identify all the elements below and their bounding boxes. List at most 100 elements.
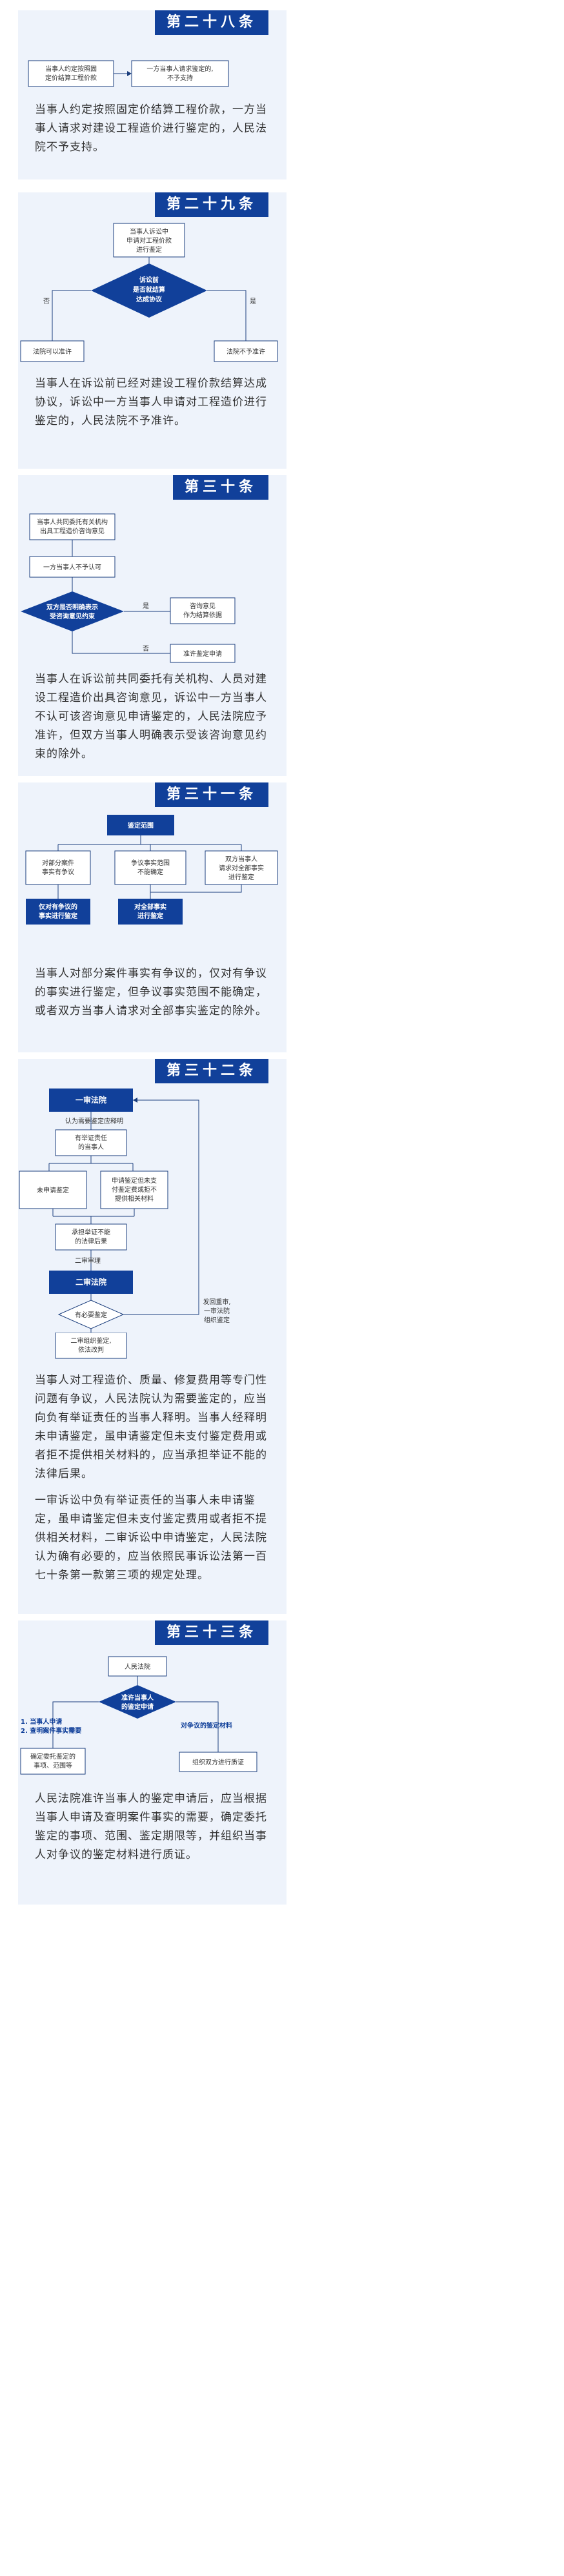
burden-party-text-2: 的当事人 (78, 1143, 104, 1151)
permit-application-text: 准许鉴定申请 (183, 649, 222, 658)
article-29-card: 第二十九条 当事人诉讼中 申请对工程价款 进行鉴定 诉讼前 是否就结算 达成协议… (18, 192, 287, 469)
determine-scope-box (20, 1748, 86, 1775)
decision-30-text-1: 双方是否明确表示 (46, 603, 98, 611)
consequence-text-2: 的法律后果 (75, 1237, 107, 1245)
article-32-text-1: 当事人对工程造价、质量、修复费用等专门性问题有争议，人民法院认为需要鉴定的，应当… (35, 1374, 267, 1480)
line-29-yes (207, 290, 247, 341)
cross-exam-text: 组织双方进行质证 (192, 1758, 244, 1766)
court-33-box (108, 1656, 167, 1677)
first-instance-text: 一审法院 (76, 1095, 106, 1105)
line-33-right (176, 1701, 219, 1752)
article-31-text: 当事人对部分案件事实有争议的，仅对有争议的事实进行鉴定，但争议事实范围不能确定，… (35, 967, 267, 1017)
scope-head-text: 鉴定范围 (127, 821, 154, 830)
no-label-30: 否 (143, 645, 149, 653)
disputed-only-text-1: 仅对有争议的 (38, 903, 77, 911)
article-29-tag: 第二十九条 (154, 192, 268, 217)
second-organize-text-2: 依法改判 (78, 1345, 104, 1354)
remand-text-3: 组织鉴定 (204, 1316, 230, 1324)
line-30-no (72, 631, 170, 654)
scope-uncertain-text-1: 争议事实范围 (131, 859, 170, 867)
second-organize-text-1: 二审组织鉴定, (70, 1336, 111, 1345)
apply-appraisal-text-2: 申请对工程价款 (126, 236, 172, 245)
remand-text-2: 一审法院 (204, 1307, 230, 1315)
settlement-basis-text-2: 作为结算依据 (183, 611, 222, 619)
decision-29-text-1: 诉讼前 (139, 276, 159, 284)
article-28-card: 第二十八条 当事人约定按照固 定价结算工程价款 一方当事人请求鉴定的, 不予支持… (18, 10, 287, 179)
article-32-flowchart: 一审法院 认为需要鉴定应释明 有举证责任 的当事人 未申请鉴定 申请鉴定但未支 … (19, 1089, 231, 1333)
article-32-tag: 第三十二条 (154, 1059, 268, 1083)
scope-uncertain-box (114, 850, 186, 885)
line-29-no (52, 290, 91, 341)
permit-application-box (170, 644, 236, 663)
no-support-text-2: 不予支持 (167, 74, 193, 82)
article-32-text-2: 一审诉讼中负有举证责任的当事人未申请鉴定，虽申请鉴定但未支付鉴定费用或者拒不提供… (35, 1494, 267, 1582)
cross-exam-box (179, 1752, 257, 1772)
apply-appraisal-text-1: 当事人诉讼中 (130, 227, 168, 236)
article-30-flowchart: 当事人共同委托有关机构 出具工程造价咨询意见 一方当事人不予认可 双方是否明确表… (21, 513, 236, 663)
article-29-flowchart: 当事人诉讼中 申请对工程价款 进行鉴定 诉讼前 是否就结算 达成协议 否 是 法… (20, 223, 278, 362)
burden-party-box (55, 1129, 127, 1156)
consequence-text-1: 承担举证不能 (72, 1228, 110, 1236)
not-recognized-text: 一方当事人不予认可 (43, 563, 101, 571)
decision-29-text-3: 达成协议 (136, 295, 163, 303)
joint-consult-text-1: 当事人共同委托有关机构 (37, 518, 108, 526)
partial-dispute-text-2: 事实有争议 (42, 868, 74, 876)
both-request-text-3: 进行鉴定 (228, 873, 254, 881)
permit-decision-text-1: 准许当事人 (121, 1693, 154, 1702)
second-trial-label: 二审审理 (75, 1256, 101, 1265)
settlement-agreement-decision (91, 263, 207, 318)
no-support-text-1: 一方当事人请求鉴定的, (146, 65, 213, 73)
unpaid-fee-text-3: 提供相关材料 (115, 1194, 154, 1203)
article-33-flowchart: 人民法院 准许当事人 的鉴定申请 1. 当事人申请 2. 查明案件事实需要 对争… (20, 1656, 257, 1775)
apply-appraisal-box (113, 223, 185, 258)
article-31-tag: 第三十一条 (154, 782, 268, 807)
unpaid-fee-text-1: 申请鉴定但未支 (112, 1176, 157, 1185)
article-28-flowchart: 当事人约定按照固 定价结算工程价款 一方当事人请求鉴定的, 不予支持 (28, 60, 229, 87)
no-application-text: 未申请鉴定 (37, 1186, 69, 1194)
both-request-text-1: 双方当事人 (225, 855, 257, 863)
necessity-text: 有必要鉴定 (75, 1311, 107, 1319)
article-28-text: 当事人约定按照固定价结算工程价款，一方当事人请求对建设工程造价进行鉴定的，人民法… (35, 103, 267, 154)
permit-decision (99, 1685, 176, 1719)
scope-head-box (107, 815, 174, 835)
both-request-text-2: 请求对全部事实 (219, 864, 264, 872)
article-33-card: 第三十三条 人民法院 准许当事人 的鉴定申请 1. 当事人申请 2. 查明案件事… (18, 1620, 287, 1905)
all-facts-box (118, 899, 183, 925)
determine-scope-text-1: 确定委托鉴定的 (30, 1752, 76, 1761)
line-33-left (52, 1701, 99, 1748)
remand-text-1: 发回重审, (203, 1298, 230, 1306)
yes-label-29: 是 (250, 298, 256, 305)
permit-decision-text-2: 的鉴定申请 (121, 1702, 154, 1711)
all-facts-text-2: 进行鉴定 (137, 912, 163, 920)
may-permit-text: 法院可以准许 (33, 347, 72, 356)
decision-29-text-2: 是否就结算 (132, 285, 165, 294)
arrow-head-28 (127, 71, 132, 76)
not-permit-box (214, 340, 278, 362)
fixed-price-text-1: 当事人约定按照固 (45, 65, 97, 73)
partial-dispute-box (25, 850, 91, 885)
disputed-only-text-2: 事实进行鉴定 (39, 912, 77, 920)
court-33-text: 人民法院 (125, 1662, 150, 1671)
article-33-tag: 第三十三条 (154, 1620, 268, 1645)
second-instance-box (49, 1271, 133, 1294)
disputed-only-box (26, 899, 90, 925)
yes-label-30: 是 (143, 602, 149, 610)
scope-uncertain-text-2: 不能确定 (137, 868, 163, 876)
no-label-29: 否 (43, 298, 50, 305)
explain-label: 认为需要鉴定应释明 (65, 1117, 123, 1125)
left-label-33-2: 2. 查明案件事实需要 (21, 1726, 81, 1735)
article-32-card: 第三十二条 一审法院 认为需要鉴定应释明 有举证责任 的当事人 未申请鉴定 申请… (18, 1059, 287, 1614)
second-organize-box (55, 1333, 127, 1359)
joint-consult-text-2: 出具工程造价咨询意见 (40, 527, 105, 535)
article-32-flowchart-tail: 二审组织鉴定, 依法改判 (55, 1333, 127, 1359)
unpaid-fee-text-2: 付鉴定费或拒不 (112, 1185, 157, 1194)
all-facts-text-1: 对全部事实 (134, 903, 166, 911)
article-30-card: 第三十条 当事人共同委托有关机构 出具工程造价咨询意见 一方当事人不予认可 双方… (18, 475, 287, 776)
fixed-price-text-2: 定价结算工程价款 (45, 74, 97, 82)
joint-consult-box (29, 513, 116, 540)
article-30-text: 当事人在诉讼前共同委托有关机构、人员对建设工程造价出具咨询意见，诉讼中一方当事人… (35, 673, 267, 761)
may-permit-box (20, 340, 85, 362)
settlement-basis-box (170, 597, 236, 624)
determine-scope-text-2: 事项、范围等 (34, 1761, 72, 1770)
no-support-box (131, 60, 229, 87)
